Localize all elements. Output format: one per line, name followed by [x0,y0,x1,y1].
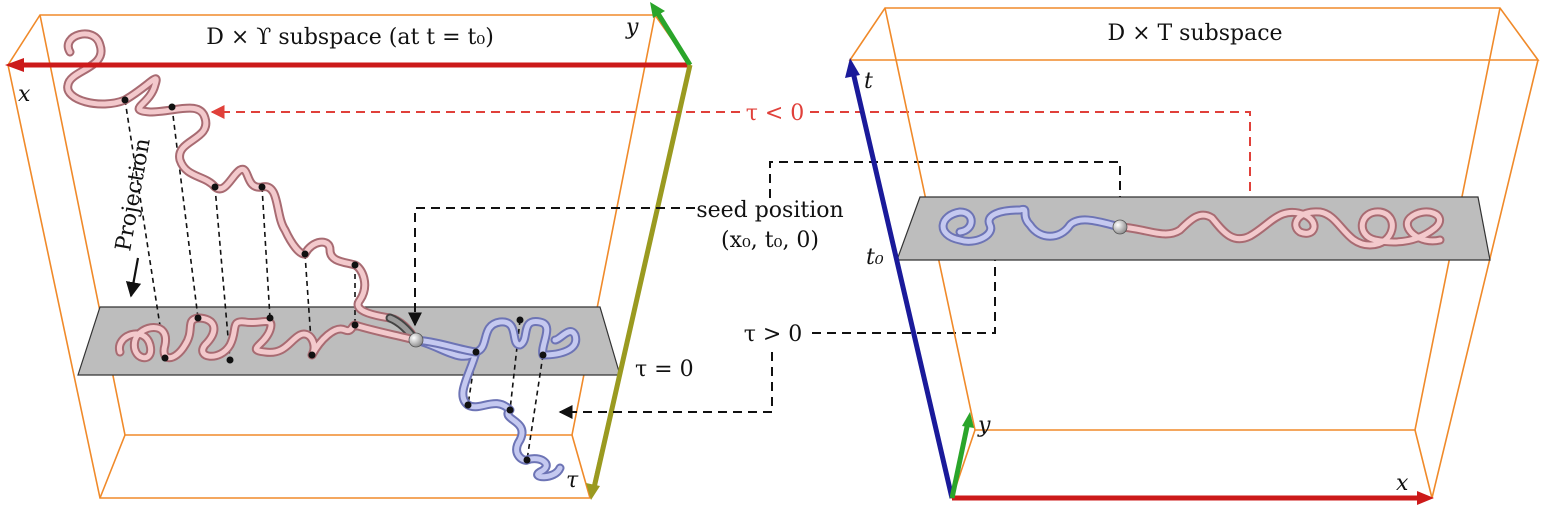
projection-points [121,96,547,464]
right-t-axis-label: t [864,69,873,94]
left-bounding-box [6,14,692,499]
left-tau-axis [591,64,693,489]
left-panel-title: D × ϒ subspace (at t = t₀) [206,25,494,50]
left-y-axis-label: y [625,15,639,40]
right-y-axis-label: y [977,413,991,438]
tau-positive-label: τ > 0 [744,322,803,347]
right-t0-label: t₀ [866,245,884,270]
right-x-axis-label: x [1396,471,1409,496]
projection-label: Projection [111,136,155,253]
right-pink-pathline [1115,207,1445,250]
pink-pathline-projected [115,313,420,363]
right-axes [845,58,1434,505]
left-panel: D × ϒ subspace (at t = t₀) x y τ τ = 0 P… [5,2,694,500]
seed-position-label: seed position [696,198,843,223]
left-y-axis [654,10,693,67]
right-blue-pathline [938,204,1125,246]
right-x-axis-arrowhead [1417,491,1434,505]
right-panel: D × T subspace t t₀ y x [845,7,1540,505]
right-y-axis-arrowhead [962,412,974,428]
tau-zero-plane-label: τ = 0 [635,357,694,382]
seed-position-coords: (x₀, t₀, 0) [721,228,819,253]
left-tau-axis-arrowhead [586,483,600,500]
right-panel-title: D × T subspace [1107,21,1282,46]
annotations: τ < 0 seed position (x₀, t₀, 0) τ > 0 [210,101,1257,419]
left-x-axis-label: x [18,82,31,107]
right-t-axis-arrowhead [845,58,860,78]
left-axes [5,2,693,500]
tau-negative-label: τ < 0 [746,101,805,126]
projection-arrow [125,257,142,298]
left-seed-point [408,332,424,348]
left-x-axis-arrowhead [5,58,24,72]
left-tau-axis-label: τ [566,468,579,493]
pink-pathline-3d [63,29,420,345]
left-y-axis-arrowhead [650,2,665,18]
right-y-axis [949,421,971,499]
right-seed-point [1112,219,1128,235]
right-t0-plane [896,196,1491,261]
right-t-axis [850,71,955,499]
